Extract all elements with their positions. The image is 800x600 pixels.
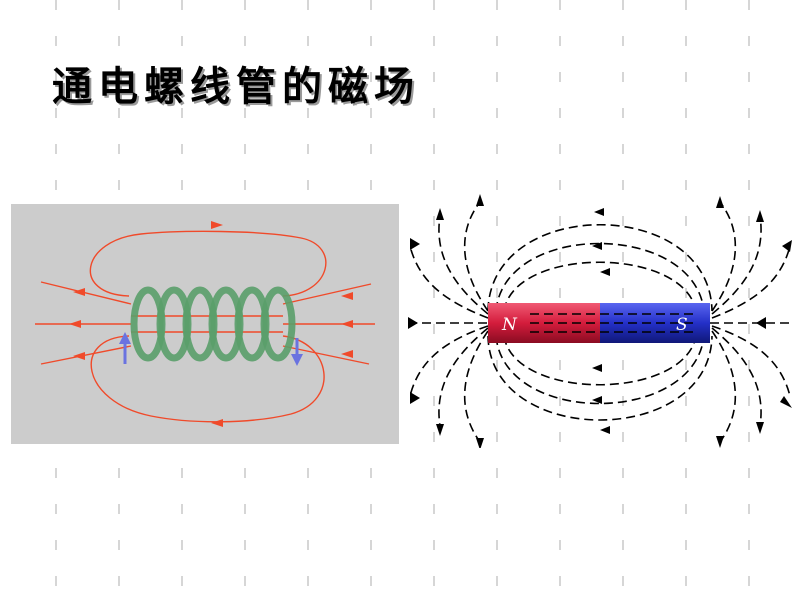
coil-turn: [260, 286, 296, 362]
north-pole-label: N: [501, 315, 518, 335]
current-arrow-left-icon: [119, 332, 131, 364]
solenoid-field-arrows: [69, 221, 353, 427]
page-title: 通电螺线管的磁场: [52, 63, 420, 110]
bar-magnet: N S: [488, 303, 710, 343]
current-arrow-right-icon: [291, 338, 303, 366]
bar-magnet-figure: N S: [408, 194, 792, 448]
solenoid-figure: [11, 204, 399, 444]
solenoid-coil: [130, 286, 296, 362]
magnet-field-arrows: [408, 194, 792, 448]
south-pole-label: S: [676, 315, 688, 335]
magnet-field-lines: [408, 201, 792, 443]
